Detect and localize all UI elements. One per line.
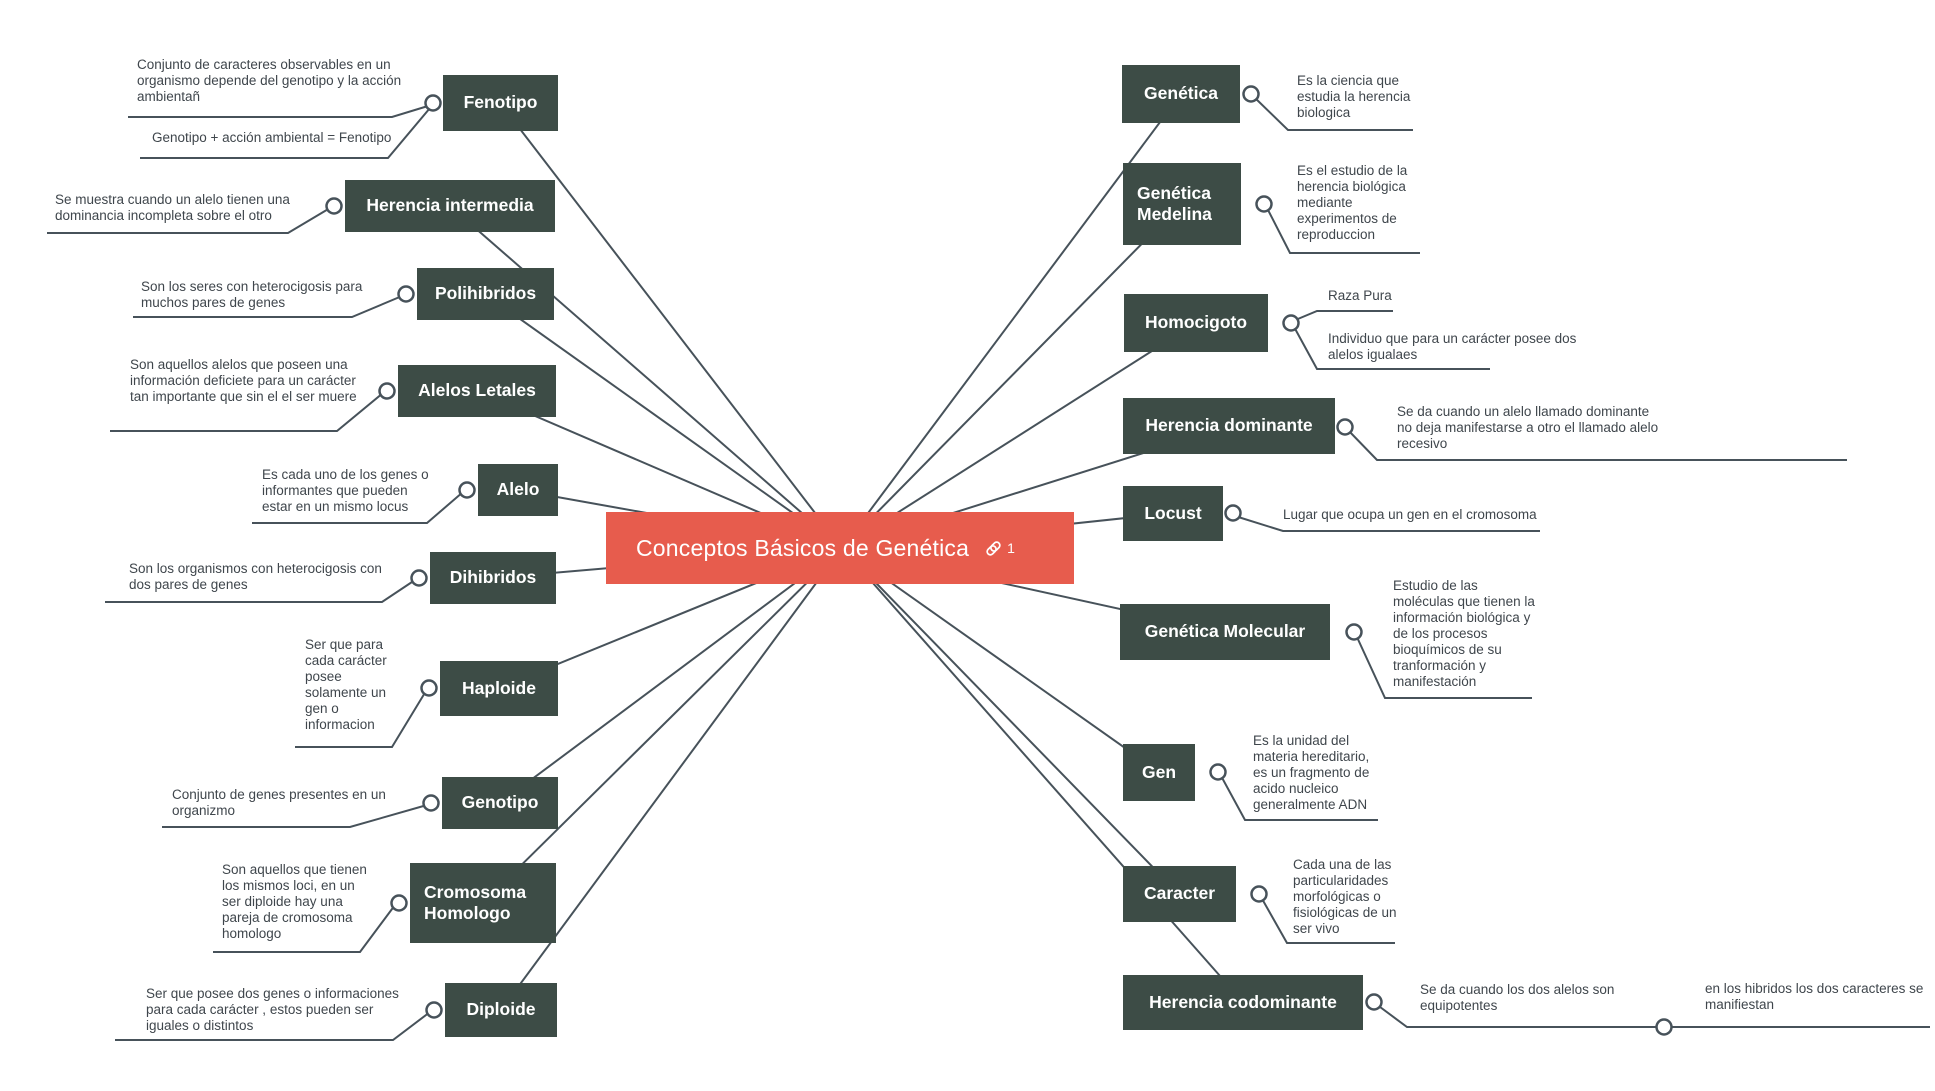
topic-genotipo[interactable]: Genotipo bbox=[442, 777, 558, 829]
note-homocigoto-2[interactable]: Individuo que para un carácter posee dos… bbox=[1328, 331, 1577, 362]
topic-label: Herencia codominante bbox=[1149, 991, 1337, 1012]
node-dot[interactable] bbox=[1242, 85, 1260, 103]
node-dot[interactable] bbox=[458, 481, 476, 499]
node-dot[interactable] bbox=[1282, 314, 1300, 332]
node-dot[interactable] bbox=[1365, 993, 1383, 1011]
note-diploide[interactable]: Ser que posee dos genes o informaciones … bbox=[146, 986, 399, 1033]
topic-gen[interactable]: Gen bbox=[1123, 744, 1195, 801]
node-dot[interactable] bbox=[1250, 885, 1268, 903]
topic-label: Dihibridos bbox=[449, 567, 537, 588]
topic-polihibridos[interactable]: Polihibridos bbox=[417, 268, 554, 320]
note-herencia-codominante-2[interactable]: en los hibridos los dos caracteres se ma… bbox=[1705, 981, 1924, 1012]
note-dihibridos[interactable]: Son los organismos con heterocigosis con… bbox=[129, 561, 382, 592]
node-dot[interactable] bbox=[390, 894, 408, 912]
note-fenotipo-2[interactable]: Genotipo + acción ambiental = Fenotipo bbox=[152, 130, 392, 145]
note-herencia-dominante[interactable]: Se da cuando un alelo llamado dominante … bbox=[1397, 404, 1659, 451]
topic-herencia-dominante[interactable]: Herencia dominante bbox=[1123, 398, 1335, 454]
note-genetica-medelina[interactable]: Es el estudio de la herencia biológica m… bbox=[1297, 163, 1408, 242]
topic-genetica[interactable]: Genética bbox=[1122, 65, 1240, 123]
topic-label: Diploide bbox=[466, 999, 536, 1020]
note-gen[interactable]: Es la unidad del materia hereditario, es… bbox=[1253, 733, 1370, 812]
note-connectors bbox=[47, 95, 1930, 1041]
link-count: 1 bbox=[1007, 540, 1016, 556]
node-dot[interactable] bbox=[1209, 763, 1227, 781]
node-dot[interactable] bbox=[325, 197, 343, 215]
topic-caracter[interactable]: Caracter bbox=[1123, 866, 1236, 922]
topic-homocigoto[interactable]: Homocigoto bbox=[1124, 294, 1268, 352]
note-polihibridos[interactable]: Son los seres con heterocigosis para muc… bbox=[141, 279, 363, 310]
note-herencia-intermedia[interactable]: Se muestra cuando un alelo tienen una do… bbox=[55, 192, 290, 223]
topic-label: Cromosoma Homologo bbox=[424, 881, 527, 923]
topic-cromosoma-homologo[interactable]: Cromosoma Homologo bbox=[410, 863, 556, 943]
topic-label: Polihibridos bbox=[434, 283, 537, 304]
topic-label: Genética Molecular bbox=[1144, 621, 1306, 642]
node-dot[interactable] bbox=[410, 569, 428, 587]
topic-label: Haploide bbox=[462, 677, 536, 698]
node-dot[interactable] bbox=[1345, 623, 1363, 641]
topic-haploide[interactable]: Haploide bbox=[440, 661, 558, 716]
node-dot[interactable] bbox=[425, 1001, 443, 1019]
central-topic[interactable]: Conceptos Básicos de Genética 1 bbox=[606, 512, 1074, 584]
node-dot[interactable] bbox=[1224, 504, 1242, 522]
topic-fenotipo[interactable]: Fenotipo bbox=[443, 75, 558, 131]
note-locust[interactable]: Lugar que ocupa un gen en el cromosoma bbox=[1283, 507, 1537, 522]
link-icon bbox=[986, 540, 1001, 556]
topic-herencia-codominante[interactable]: Herencia codominante bbox=[1123, 975, 1363, 1030]
topic-label: Herencia intermedia bbox=[366, 195, 534, 216]
topic-genetica-molecular[interactable]: Genética Molecular bbox=[1120, 604, 1330, 660]
connector-dots bbox=[325, 85, 1673, 1036]
topic-alelo[interactable]: Alelo bbox=[478, 464, 558, 516]
topic-label: Alelos Letales bbox=[418, 380, 536, 401]
topic-diploide[interactable]: Diploide bbox=[445, 983, 557, 1037]
topic-label: Fenotipo bbox=[463, 92, 538, 113]
topic-dihibridos[interactable]: Dihibridos bbox=[430, 552, 556, 604]
topic-label: Herencia dominante bbox=[1145, 415, 1313, 436]
node-dot[interactable] bbox=[397, 285, 415, 303]
topic-genetica-medelina[interactable]: Genética Medelina bbox=[1123, 163, 1241, 245]
topic-label: Locust bbox=[1144, 502, 1202, 523]
node-dot[interactable] bbox=[422, 794, 440, 812]
note-herencia-codominante-1[interactable]: Se da cuando los dos alelos son equipote… bbox=[1420, 982, 1615, 1013]
note-alelo[interactable]: Es cada uno de los genes o informantes q… bbox=[262, 467, 429, 514]
topic-label: Genotipo bbox=[461, 792, 539, 813]
node-dot[interactable] bbox=[1336, 418, 1354, 436]
node-dot[interactable] bbox=[424, 94, 442, 112]
note-alelos-letales[interactable]: Son aquellos alelos que poseen una infor… bbox=[130, 357, 357, 404]
topic-label: Caracter bbox=[1143, 883, 1216, 904]
note-fenotipo-1[interactable]: Conjunto de caracteres observables en un… bbox=[137, 57, 402, 104]
node-dot[interactable] bbox=[420, 679, 438, 697]
topic-label: Gen bbox=[1141, 761, 1177, 782]
node-dot[interactable] bbox=[1255, 195, 1273, 213]
topic-label: Genética bbox=[1144, 83, 1218, 104]
note-homocigoto-1[interactable]: Raza Pura bbox=[1328, 288, 1392, 303]
note-genotipo[interactable]: Conjunto de genes presentes en un organi… bbox=[172, 787, 386, 818]
node-dot[interactable] bbox=[1655, 1018, 1673, 1036]
note-genetica[interactable]: Es la ciencia que estudia la herencia bi… bbox=[1297, 73, 1411, 120]
note-haploide[interactable]: Ser que para cada carácter posee solamen… bbox=[305, 637, 387, 732]
link-badge[interactable]: 1 bbox=[985, 540, 1015, 557]
note-genetica-molecular[interactable]: Estudio de las moléculas que tienen la i… bbox=[1393, 578, 1535, 689]
note-caracter[interactable]: Cada una de las particularidades morfoló… bbox=[1293, 857, 1397, 936]
topic-label: Alelo bbox=[496, 479, 540, 500]
topic-alelos-letales[interactable]: Alelos Letales bbox=[398, 365, 556, 417]
topic-locust[interactable]: Locust bbox=[1123, 486, 1223, 541]
note-cromosoma-homologo[interactable]: Son aquellos que tienen los mismos loci,… bbox=[222, 862, 367, 941]
topic-label: Homocigoto bbox=[1144, 312, 1248, 333]
topic-label: Genética Medelina bbox=[1137, 182, 1212, 224]
topic-herencia-intermedia[interactable]: Herencia intermedia bbox=[345, 180, 555, 232]
node-dot[interactable] bbox=[378, 382, 396, 400]
central-topic-label: Conceptos Básicos de Genética bbox=[636, 534, 970, 561]
